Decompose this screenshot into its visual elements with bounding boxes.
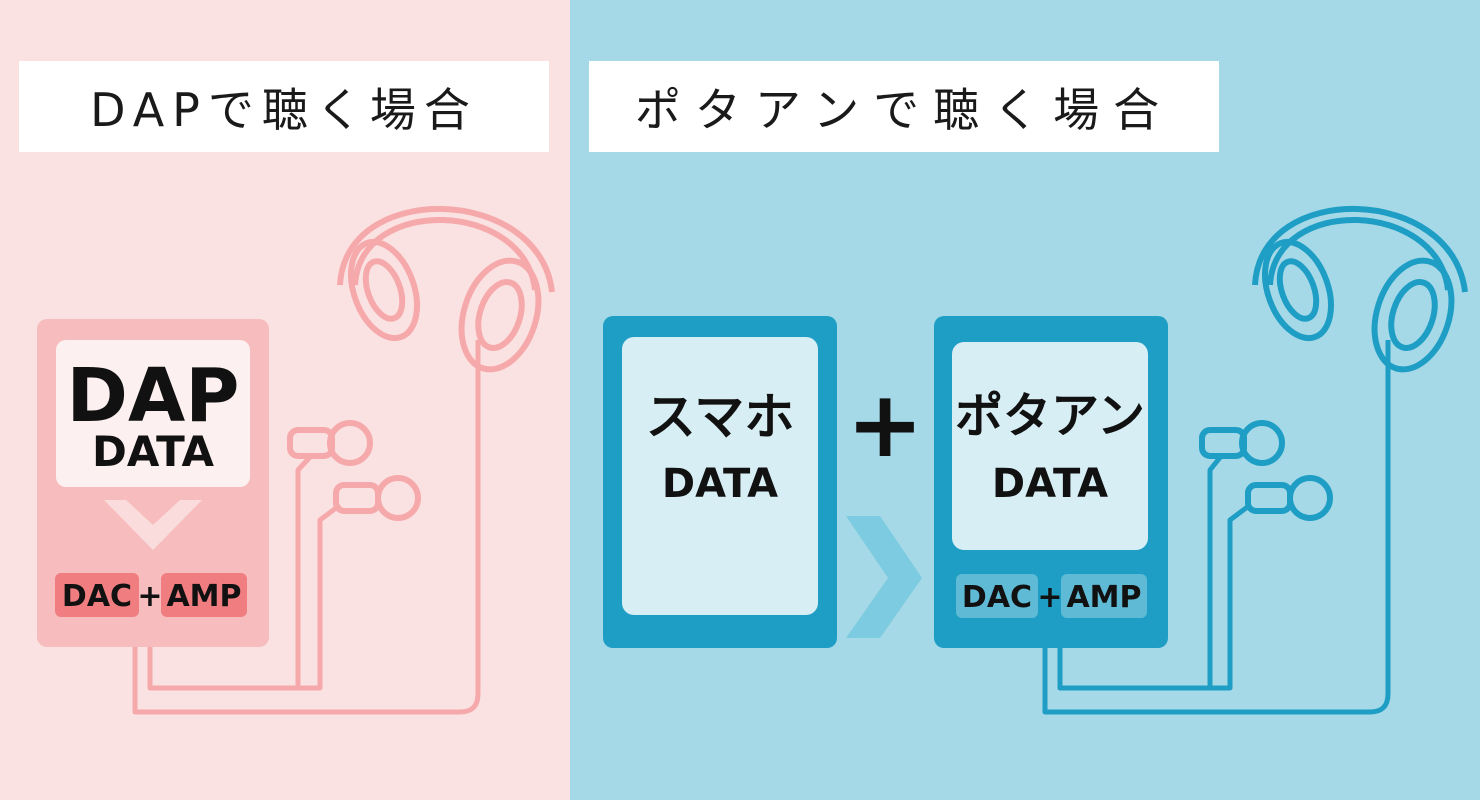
smartphone-data-label: DATA — [662, 461, 778, 507]
potaan-data-label: DATA — [992, 461, 1108, 507]
dap-plus-label: + — [137, 579, 162, 614]
plus-sign: + — [846, 371, 923, 478]
dap-screen — [56, 340, 250, 487]
potaan-plus-label: + — [1037, 580, 1062, 615]
dap-dac-badge — [55, 573, 139, 617]
dap-amp-label: AMP — [166, 579, 241, 614]
dap-data-label: DATA — [92, 427, 214, 476]
chevron-right-icon — [846, 516, 922, 638]
dap-device-name: DAP — [67, 353, 240, 439]
dap-dac-label: DAC — [62, 579, 132, 614]
potaan-screen — [952, 342, 1148, 550]
potaan-panel: ポタアンで聴く場合 スマホ DATA + — [570, 0, 1480, 800]
potaan-panel-title: ポタアンで聴く場合 — [589, 61, 1219, 152]
earphones-icon — [1199, 420, 1333, 521]
smartphone-screen — [622, 337, 818, 615]
potaan-cable — [1042, 340, 1391, 715]
dap-cable — [132, 340, 481, 715]
potaan-name: ポタアン — [955, 388, 1145, 444]
potaan-amp-label: AMP — [1066, 580, 1141, 615]
earphones-icon — [287, 420, 421, 521]
dap-panel-title: DAPで聴く場合 — [19, 61, 549, 152]
smartphone-name: スマホ — [646, 388, 795, 446]
headphones-icon — [1252, 205, 1468, 373]
potaan-dac-badge — [956, 574, 1038, 618]
chevron-down-icon — [104, 500, 202, 550]
potaan-amp-badge — [1061, 574, 1147, 618]
dap-amp-badge — [161, 573, 247, 617]
headphones-icon — [337, 205, 555, 373]
dap-diagram: DAP DATA DAC + AMP — [37, 205, 555, 715]
potaan-dac-label: DAC — [962, 580, 1032, 615]
potaan-diagram: スマホ DATA + ポタアン DATA DAC + AMP — [603, 205, 1468, 715]
dap-panel: DAPで聴く場合 DAP DATA — [0, 0, 570, 800]
